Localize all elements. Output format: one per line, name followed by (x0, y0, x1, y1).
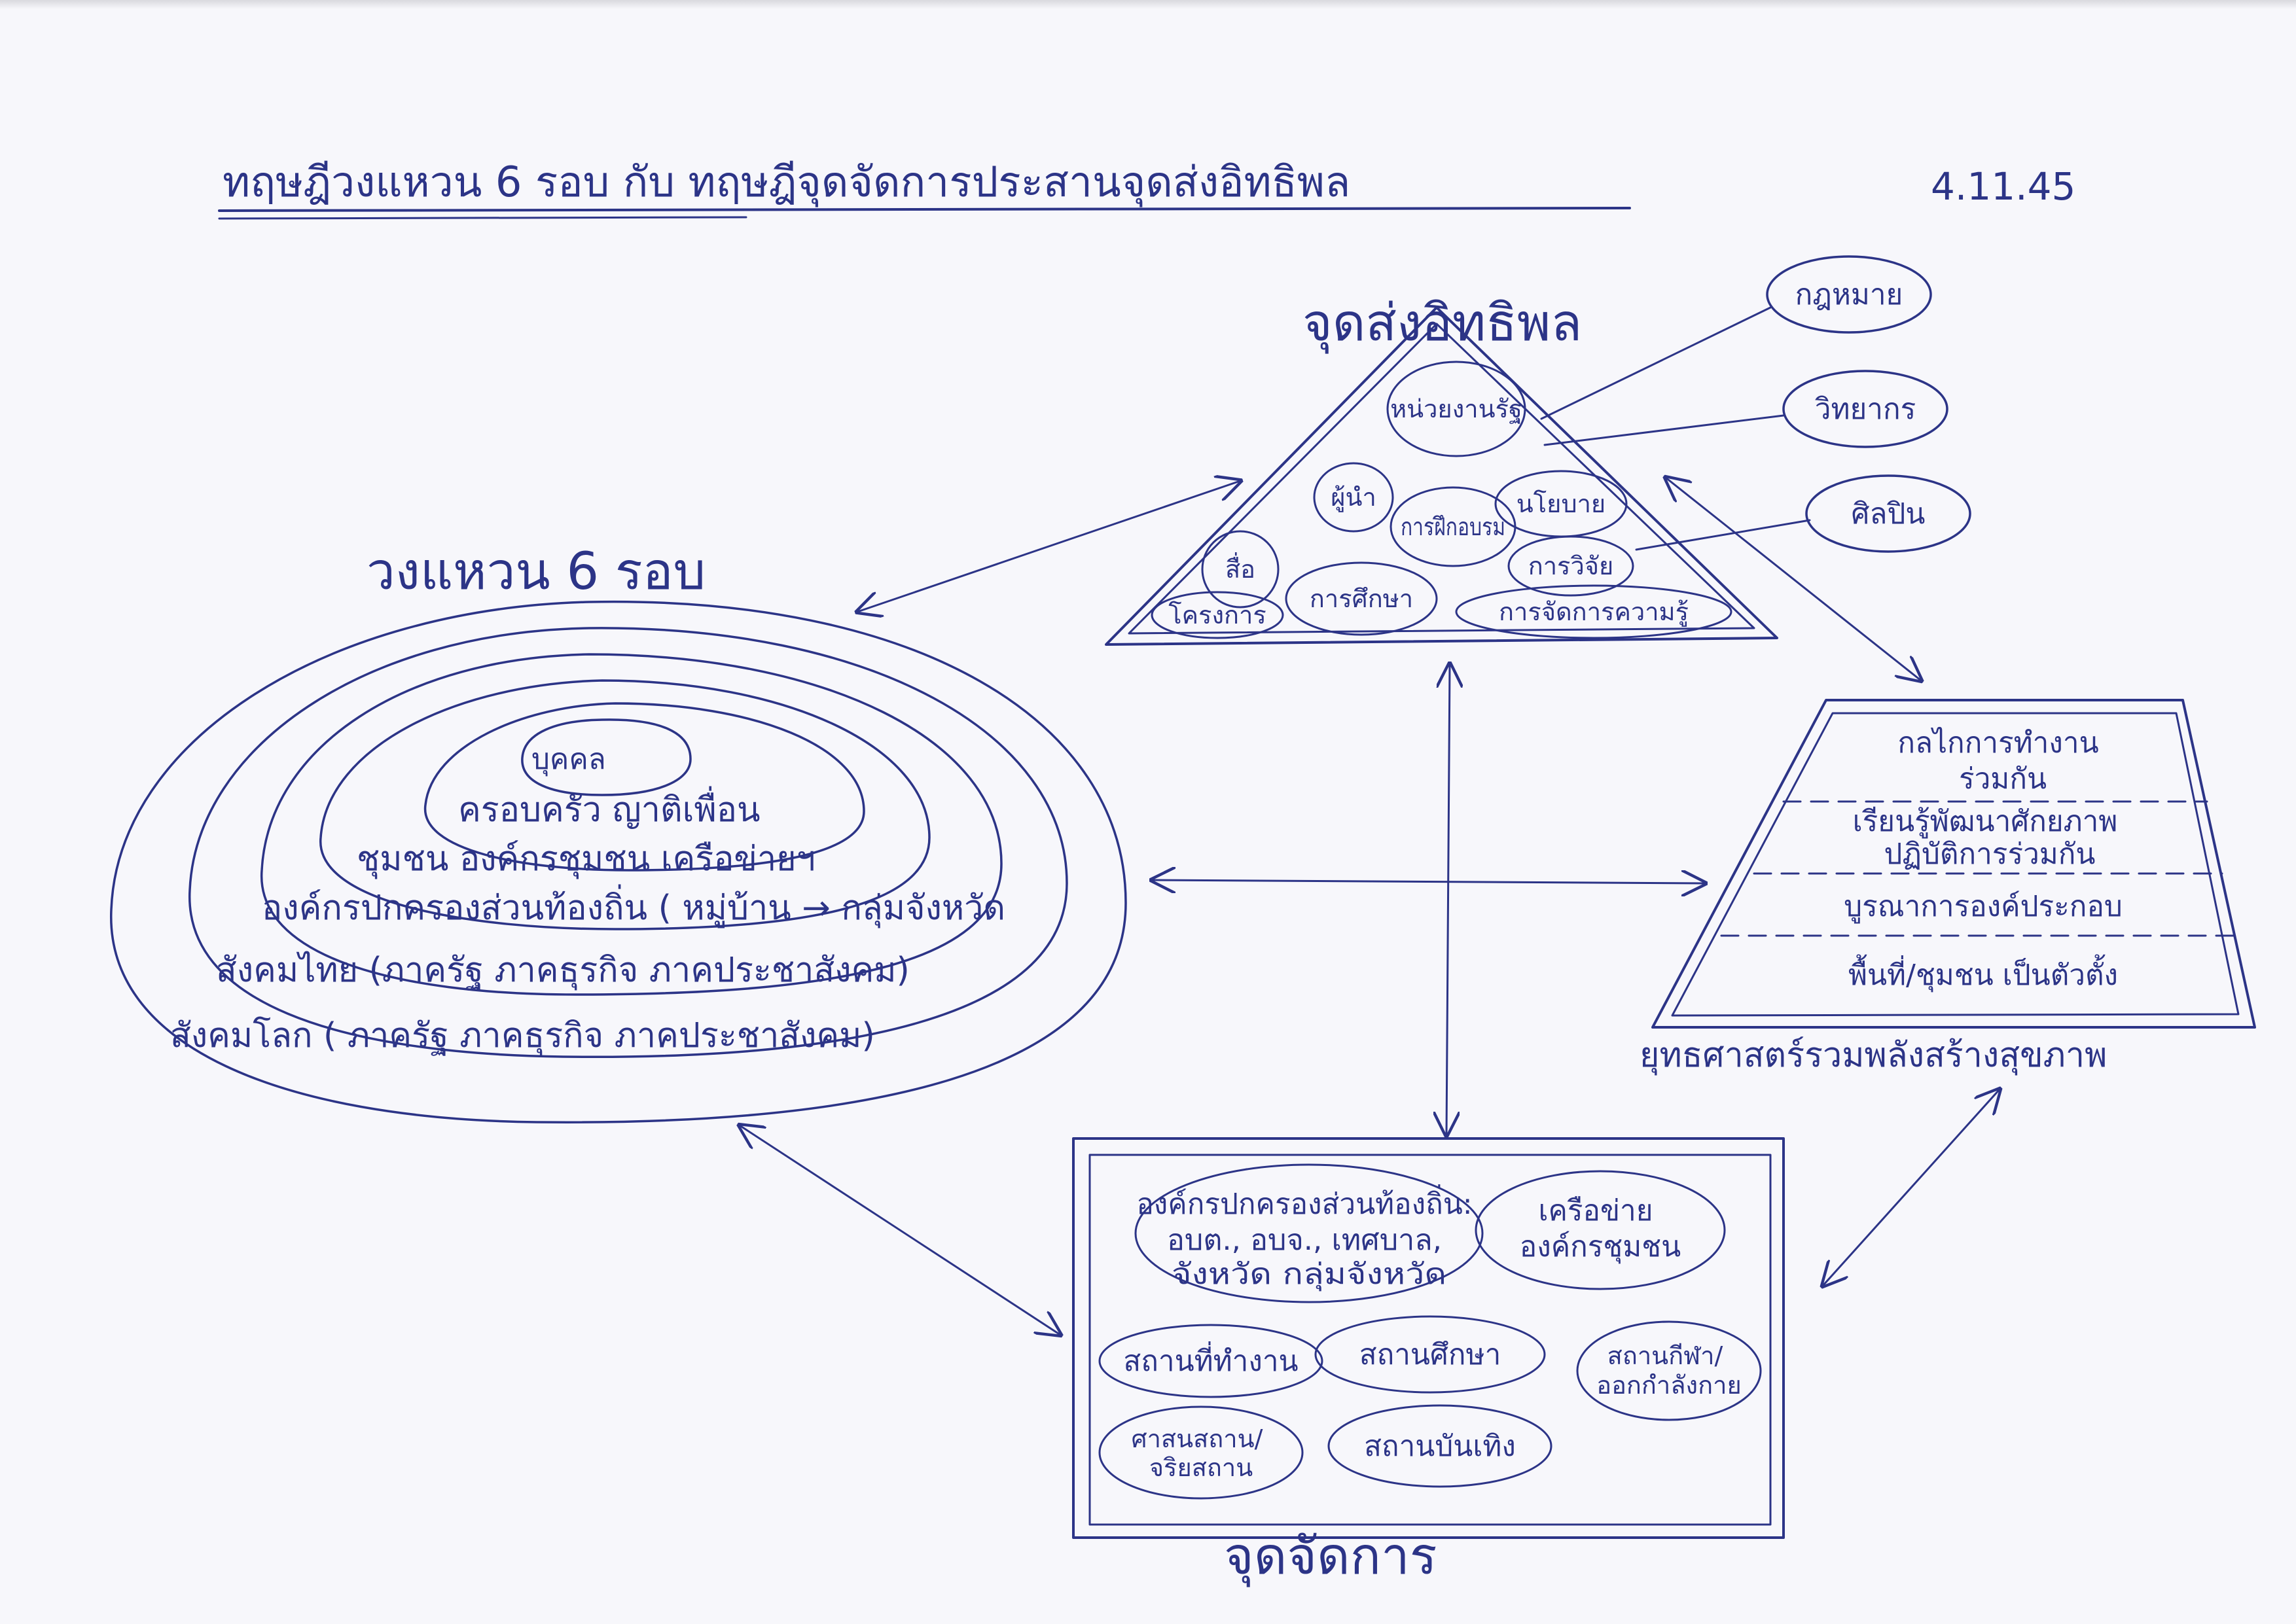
box-inner (1088, 1154, 1772, 1526)
ring-3 (319, 679, 931, 930)
network: เครือข่าย องค์กรชุมชน (1520, 1194, 1681, 1264)
place-religious-ellipse (1098, 1405, 1304, 1500)
ext-law-line (1540, 306, 1772, 420)
arrow-vertical (1446, 664, 1450, 1135)
ring-4 (260, 653, 1003, 996)
strategy-trapezoid: กลไกการทำงาน ร่วมกัน เรียนรู้พัฒนาศักยภา… (1640, 699, 2256, 1076)
box-outer (1072, 1137, 1785, 1539)
node-education-ellipse (1285, 561, 1438, 636)
ring-label-family: ครอบครัว ญาติเพื่อน (458, 786, 761, 830)
date-text: 4.11.45 (1931, 164, 2075, 209)
ring-label-thai-society: สังคมไทย (ภาครัฐ ภาคธุรกิจ ภาคประชาสังคม… (216, 951, 910, 991)
influence-label: จุดส่งอิทธิพล (1302, 294, 1582, 354)
place-entertainment-ellipse (1327, 1404, 1552, 1488)
triangle-outer (1105, 306, 1778, 646)
band-mechanism: กลไกการทำงาน ร่วมกัน (1897, 726, 2108, 796)
band-mechanism-line1: กลไกการทำงาน (1897, 726, 2098, 760)
band-integration: บูรณาการองค์ประกอบ (1844, 890, 2123, 924)
ring-label-local-org: องค์กรปกครองส่วนท้องถิ่น ( หมู่บ้าน → กล… (262, 884, 1005, 928)
title-underline-2 (218, 216, 747, 220)
place-religious-line2: จริยสถาน (1149, 1453, 1253, 1482)
node-research-ellipse (1507, 535, 1634, 597)
ring-label-individual: บุคคล (531, 743, 606, 777)
title-underline (218, 207, 1631, 212)
ring-2 (424, 702, 865, 872)
page-title: ทฤษฎีวงแหวน 6 รอบ กับ ทฤษฎีจุดจัดการประส… (223, 158, 1350, 207)
management-label: จุดจัดการ (1224, 1527, 1437, 1587)
ring-5 (188, 627, 1068, 1059)
ext-speaker: วิทยากร (1814, 393, 1916, 426)
band-mechanism-line2: ร่วมกัน (1959, 762, 2047, 796)
influence-triangle: จุดส่งอิทธิพล หน่วยงานรัฐ ผู้นำ การฝึกอบ… (1105, 255, 1971, 646)
place-religious-line1: ศาสนสถาน/ (1131, 1424, 1263, 1453)
place-school: สถานศึกษา (1359, 1338, 1501, 1371)
trapezoid-outer (1651, 699, 2256, 1029)
place-religious: ศาสนสถาน/ จริยสถาน (1131, 1424, 1270, 1482)
node-education: การศึกษา (1310, 584, 1413, 613)
ext-artist: ศิลปิน (1852, 497, 1926, 531)
arrow-horizontal (1152, 880, 1705, 883)
ext-speaker-ellipse (1782, 370, 1948, 448)
arrow-triangle-trapezoid (1666, 478, 1921, 680)
strategy-label: ยุทธศาสตร์รวมพลังสร้างสุขภาพ (1640, 1036, 2107, 1076)
arrow-rings-box (740, 1125, 1060, 1335)
band-learning-line2: ปฏิบัติการร่วมกัน (1884, 838, 2095, 871)
ring-label-community: ชุมชน องค์กรชุมชน เครือข่ายฯ (357, 839, 816, 879)
node-research: การวิจัย (1528, 552, 1614, 580)
ext-artist-line (1635, 519, 1811, 551)
band-area: พื้นที่/ชุมชน เป็นตัวตั้ง (1848, 954, 2118, 993)
ext-speaker-line (1543, 414, 1785, 446)
network-line1: เครือข่าย (1538, 1194, 1653, 1227)
management-box: องค์กรปกครองส่วนท้องถิ่น: อบต., อบจ., เท… (1072, 1137, 1785, 1587)
connector-arrows (740, 478, 2000, 1335)
node-policy: นโยบาย (1516, 489, 1605, 518)
node-government-ellipse (1386, 361, 1526, 457)
band-learning: เรียนรู้พัฒนาศักยภาพ ปฏิบัติการร่วมกัน (1853, 805, 2127, 871)
trapezoid-inner (1671, 712, 2240, 1017)
place-sport-line2: ออกกำลังกาย (1596, 1371, 1741, 1400)
org-block-ellipse (1134, 1163, 1484, 1303)
org-block-line3: จังหวัด กลุ่มจังหวัด (1172, 1258, 1446, 1292)
place-workplace: สถานที่ทำงาน (1123, 1341, 1298, 1378)
ext-law-ellipse (1766, 255, 1932, 334)
node-project: โครงการ (1168, 601, 1266, 629)
six-rings: วงแหวน 6 รอบ บุคคล ครอบครัว ญาติเพื่อน ช… (110, 542, 1127, 1123)
node-leader: ผู้นำ (1331, 483, 1376, 512)
place-sport-ellipse (1576, 1320, 1762, 1421)
place-entertainment: สถานบันเทิง (1364, 1430, 1516, 1463)
org-block-line2: อบต., อบจ., เทศบาล, (1167, 1224, 1442, 1257)
place-school-ellipse (1314, 1315, 1546, 1394)
place-sport: สถานกีฬา/ ออกกำลังกาย (1596, 1341, 1741, 1400)
network-ellipse (1475, 1170, 1726, 1290)
node-leader-ellipse (1313, 462, 1394, 533)
ext-law: กฎหมาย (1795, 278, 1903, 311)
place-sport-line1: สถานกีฬา/ (1607, 1341, 1723, 1370)
band-learning-line1: เรียนรู้พัฒนาศักยภาพ (1853, 805, 2118, 839)
place-workplace-ellipse (1098, 1324, 1323, 1398)
ring-label-world-society: สังคมโลก ( ภาครัฐ ภาคธุรกิจ ภาคประชาสังค… (170, 1016, 875, 1056)
org-block-line1: องค์กรปกครองส่วนท้องถิ่น: (1136, 1184, 1472, 1221)
node-km: การจัดการความรู้ (1499, 597, 1689, 627)
triangle-inner (1128, 323, 1755, 635)
org-block: องค์กรปกครองส่วนท้องถิ่น: อบต., อบจ., เท… (1136, 1184, 1481, 1292)
node-training: การฝึกอบรม (1401, 512, 1505, 541)
ring-6 (110, 600, 1127, 1123)
ring-1 (521, 718, 692, 796)
node-government: หน่วยงานรัฐ (1390, 395, 1522, 424)
network-line2: องค์กรชุมชน (1520, 1230, 1681, 1264)
arrow-rings-triangle (857, 481, 1240, 612)
node-media: สื่อ (1225, 552, 1255, 584)
rings-label: วงแหวน 6 รอบ (367, 542, 706, 601)
arrow-box-trapezoid (1823, 1089, 2000, 1286)
